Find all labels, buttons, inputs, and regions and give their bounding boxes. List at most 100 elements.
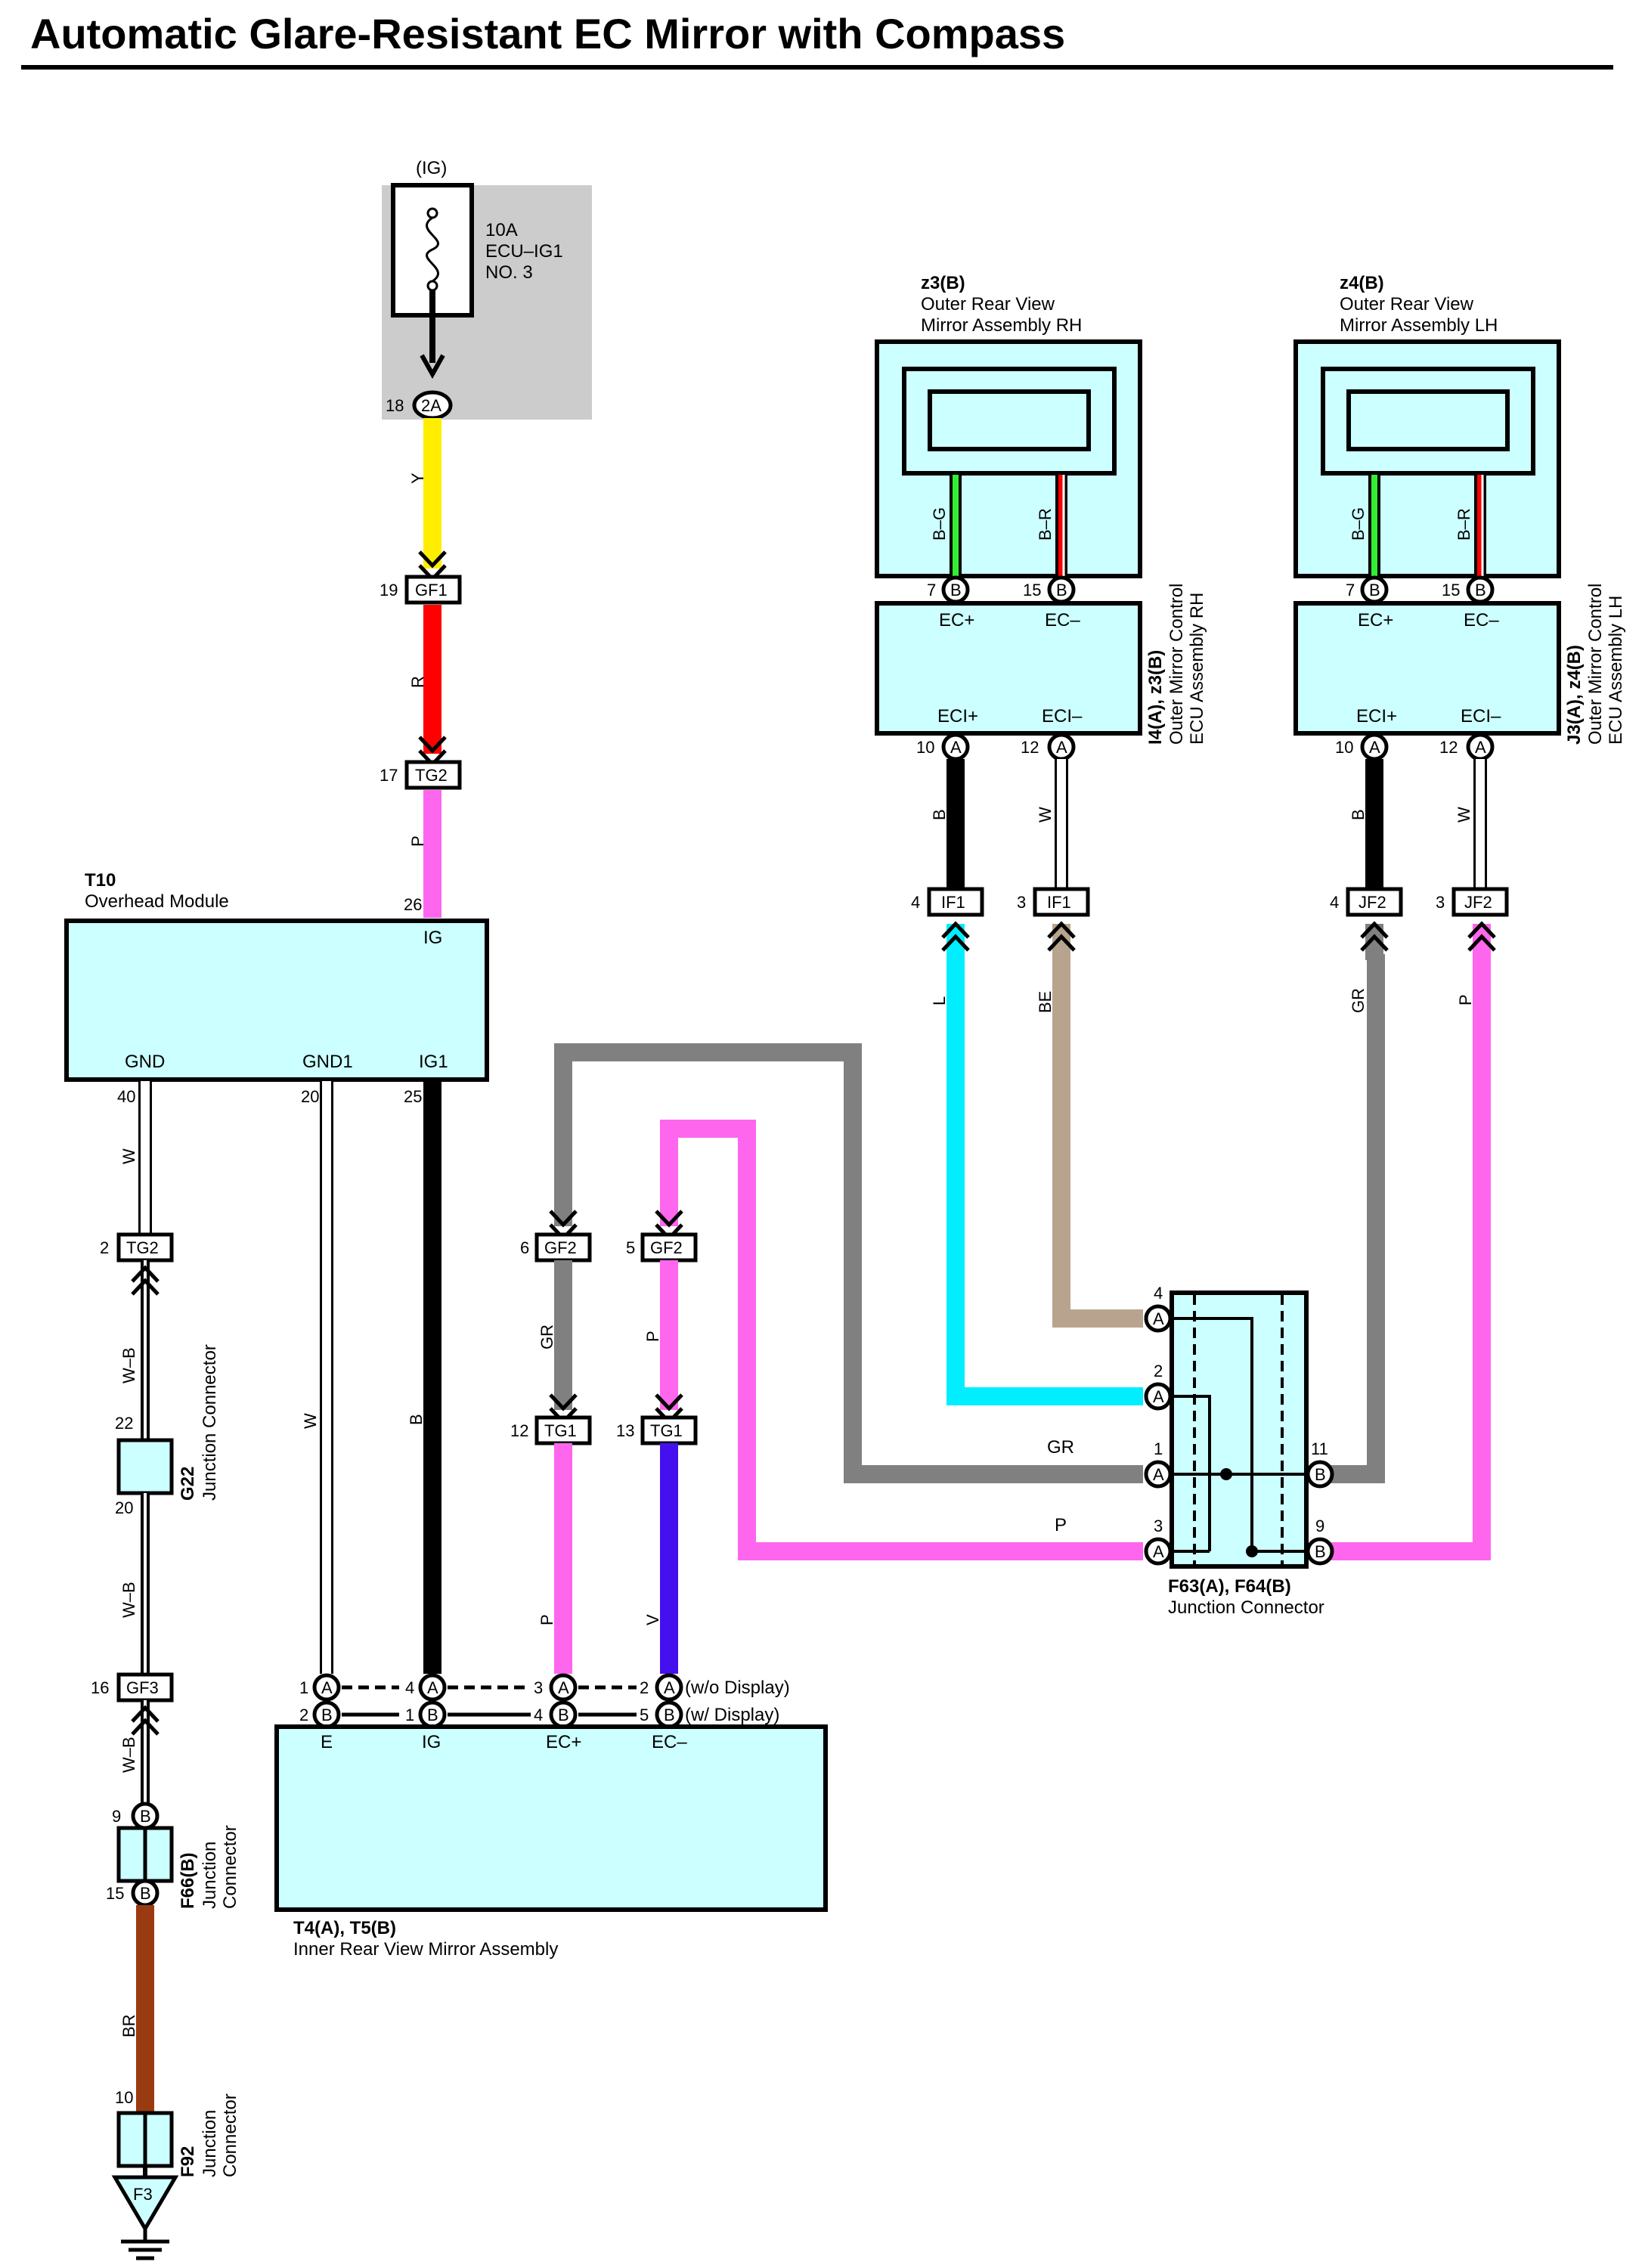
f92-line2: Connector bbox=[220, 2093, 240, 2177]
ecu-lh-eci-minus: ECI– bbox=[1461, 706, 1501, 727]
mirror-e-label: E bbox=[321, 1732, 333, 1752]
z4-line1: Outer Rear View bbox=[1340, 294, 1474, 314]
z4-wire2: B–R bbox=[1455, 508, 1473, 541]
connector-tg1-a-pin: 12 bbox=[510, 1421, 528, 1440]
f63-pin-a3: 3 bbox=[1154, 1517, 1163, 1535]
t10-name: Overhead Module bbox=[85, 891, 229, 912]
f63-p-label: P bbox=[1055, 1515, 1067, 1535]
f63-id: F63(A), F64(B) bbox=[1168, 1576, 1291, 1597]
wire-code-gr-1: GR bbox=[538, 1325, 556, 1349]
ecu-rh-eci-minus: ECI– bbox=[1042, 706, 1083, 727]
mirror-ecm-label: EC– bbox=[652, 1732, 687, 1752]
z4-pin2: 15 bbox=[1442, 581, 1460, 600]
ecu-lh-conn-2: A bbox=[1475, 738, 1486, 757]
z3-line2: Mirror Assembly RH bbox=[921, 315, 1082, 336]
t10-gnd1-label: GND1 bbox=[302, 1052, 353, 1072]
f63-pin-a1: 1 bbox=[1154, 1439, 1163, 1458]
z4-pin1: 7 bbox=[1346, 581, 1355, 600]
connector-if1-b-pin: 3 bbox=[1017, 893, 1026, 912]
fuse-name: ECU–IG1 bbox=[485, 241, 563, 262]
outer-mirror-lh: z4(B) Outer Rear View Mirror Assembly LH… bbox=[1293, 273, 1626, 1013]
f63-conn-a-3: A bbox=[1153, 1542, 1164, 1561]
wire-code-p-lh: P bbox=[1456, 994, 1475, 1005]
g22-pin-top: 22 bbox=[115, 1414, 133, 1433]
mirror-pin-ig-a: 4 bbox=[405, 1678, 414, 1697]
connector-gf2-b-pin: 5 bbox=[626, 1238, 635, 1257]
f63-pin-b9: 9 bbox=[1315, 1517, 1324, 1535]
junction-connector-f63: A A A A B B 4 2 1 3 11 9 F63(A), F64(B) … bbox=[1144, 1284, 1334, 1618]
f92-line1: Junction bbox=[200, 2110, 220, 2177]
wire-code-b-ig1: B bbox=[407, 1414, 426, 1425]
connector-gf2-b: GF2 bbox=[650, 1238, 683, 1257]
connector-gf1-pin: 19 bbox=[380, 581, 398, 600]
f63-conn-b-9: B bbox=[1315, 1542, 1326, 1561]
wire-code-y: Y bbox=[408, 472, 427, 484]
z3-wire1: B–G bbox=[930, 507, 949, 541]
wire-code-br: BR bbox=[119, 2014, 138, 2037]
ecu-rh-eci-plus: ECI+ bbox=[937, 706, 978, 727]
connector-if1-a: IF1 bbox=[941, 893, 965, 912]
g22-id: G22 bbox=[178, 1467, 198, 1501]
f63-pin-a4: 4 bbox=[1154, 1284, 1163, 1303]
connector-tg2: TG2 bbox=[415, 766, 448, 785]
connector-gf3-pin: 16 bbox=[91, 1678, 109, 1697]
connector-tg1-b-pin: 13 bbox=[616, 1421, 634, 1440]
z4-line2: Mirror Assembly LH bbox=[1340, 315, 1498, 336]
f63-pin-b11: 11 bbox=[1311, 1439, 1328, 1458]
mirror-conn-b-3: B bbox=[558, 1706, 569, 1724]
wire-code-b-lh: B bbox=[1349, 809, 1368, 820]
fuse-number: NO. 3 bbox=[485, 262, 533, 283]
wire-code-wb-1: W–B bbox=[119, 1347, 138, 1383]
ecu-lh-id: J3(A), z4(B) bbox=[1564, 645, 1585, 745]
mirror-pin-ecp-a: 3 bbox=[534, 1678, 543, 1697]
z3-id: z3(B) bbox=[921, 273, 965, 293]
ecu-lh-line2: ECU Assembly LH bbox=[1606, 596, 1626, 745]
fuse-connector: 2A bbox=[421, 396, 441, 415]
ig-feed-wires: Y R P GF1 19 TG2 17 bbox=[380, 418, 462, 918]
g22-name: Junction Connector bbox=[200, 1344, 220, 1501]
connector-gf1: GF1 bbox=[415, 581, 448, 600]
wire-code-w-gnd: W bbox=[119, 1148, 138, 1164]
connector-if1-a-pin: 4 bbox=[911, 893, 920, 912]
ecu-rh-id: I4(A), z3(B) bbox=[1145, 650, 1166, 745]
ecu-lh-line1: Outer Mirror Control bbox=[1585, 584, 1606, 745]
wire-code-l: L bbox=[930, 996, 949, 1005]
connector-tg1-a: TG1 bbox=[544, 1421, 577, 1440]
fuse-block: (IG) 10A ECU–IG1 NO. 3 2A 18 bbox=[382, 158, 592, 420]
g22-pin-bot: 20 bbox=[115, 1498, 133, 1517]
connector-jf2-b: JF2 bbox=[1464, 893, 1492, 912]
mirror-ig-label: IG bbox=[422, 1732, 441, 1752]
outer-mirror-rh: z3(B) Outer Rear View Mirror Assembly RH… bbox=[875, 273, 1207, 1405]
f66-id: F66(B) bbox=[178, 1852, 198, 1909]
f63-gr-label: GR bbox=[1047, 1437, 1074, 1458]
z4-wire1: B–G bbox=[1349, 507, 1368, 541]
module-to-mirror-wires: W B bbox=[301, 1081, 441, 1674]
ecu-rh-conn-2: A bbox=[1056, 738, 1067, 757]
wire-code-b-rh: B bbox=[930, 809, 949, 820]
wire-code-p-2: P bbox=[538, 1614, 556, 1625]
wire-code-p-1: P bbox=[643, 1331, 662, 1342]
f63-conn-b-11: B bbox=[1315, 1465, 1326, 1484]
f66-conn-top: B bbox=[140, 1807, 151, 1826]
f92-id: F92 bbox=[178, 2146, 198, 2177]
wire-code-be: BE bbox=[1036, 991, 1055, 1013]
mirror-pin-e-a: 1 bbox=[299, 1678, 308, 1697]
f66-pin-top: 9 bbox=[112, 1807, 121, 1826]
f63-conn-a-4: A bbox=[1153, 1309, 1164, 1328]
page-title: Automatic Glare-Resistant EC Mirror with… bbox=[30, 10, 1066, 57]
wire-code-v: V bbox=[643, 1614, 662, 1625]
ecu-lh-pin2: 12 bbox=[1439, 738, 1458, 757]
connector-jf2-a: JF2 bbox=[1359, 893, 1386, 912]
ecu-lh-pin1: 10 bbox=[1335, 738, 1353, 757]
connector-tg1-b: TG1 bbox=[650, 1421, 683, 1440]
ecu-rh-line1: Outer Mirror Control bbox=[1166, 584, 1187, 745]
wire-code-w-gnd1: W bbox=[301, 1413, 320, 1429]
f66-line1: Junction bbox=[200, 1842, 220, 1909]
mirror-conn-a-3: A bbox=[558, 1678, 569, 1697]
wire-code-p-ig: P bbox=[408, 835, 427, 847]
title-rule bbox=[21, 65, 1613, 70]
t10-gnd-pin: 40 bbox=[117, 1087, 135, 1106]
mirror-pin-ecp-b: 4 bbox=[534, 1706, 543, 1724]
mirror-conn-a-1: A bbox=[321, 1678, 333, 1697]
